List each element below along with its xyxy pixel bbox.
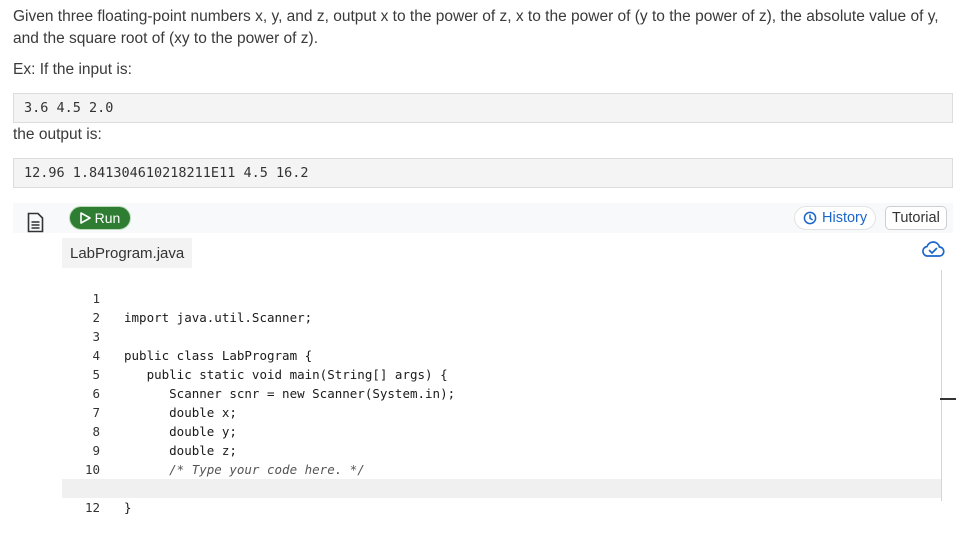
editor-scrollbar[interactable] xyxy=(941,270,942,501)
play-icon xyxy=(79,212,91,224)
code-text[interactable]: import java.util.Scanner; xyxy=(124,310,313,325)
code-line[interactable]: 9 /* Type your code here. */ xyxy=(62,422,942,477)
example-label: Ex: If the input is: xyxy=(13,61,132,78)
code-text[interactable]: Scanner scnr = new Scanner(System.in); xyxy=(124,386,456,401)
run-label: Run xyxy=(94,210,121,226)
history-label: History xyxy=(822,210,868,226)
code-line[interactable]: 11 } xyxy=(62,460,942,515)
code-line[interactable]: 5 Scanner scnr = new Scanner(System.in); xyxy=(62,346,942,401)
code-line[interactable]: 10 } xyxy=(62,441,942,496)
line-number: 1 xyxy=(92,291,100,306)
line-number: 2 xyxy=(92,310,100,325)
code-text[interactable]: double x; xyxy=(124,405,237,420)
code-line[interactable]: 4 public static void main(String[] args)… xyxy=(62,327,942,382)
line-number: 7 xyxy=(92,405,100,420)
tutorial-label: Tutorial xyxy=(892,210,940,226)
code-line[interactable]: 3 public class LabProgram { xyxy=(62,308,942,363)
code-editor[interactable]: 1 import java.util.Scanner; 2 3 public c… xyxy=(62,270,942,515)
history-button[interactable]: History xyxy=(794,206,877,230)
cloud-saved-icon xyxy=(922,241,945,257)
code-line-active[interactable]: 12 xyxy=(62,479,942,515)
code-text[interactable]: public static void main(String[] args) { xyxy=(124,367,448,382)
output-label: the output is: xyxy=(13,126,102,143)
line-number: 3 xyxy=(92,329,100,344)
history-icon xyxy=(803,211,817,225)
code-text[interactable]: double z; xyxy=(124,443,237,458)
line-number: 10 xyxy=(84,462,100,477)
file-icon[interactable] xyxy=(27,212,44,233)
code-line[interactable]: 1 import java.util.Scanner; xyxy=(62,270,942,325)
line-number: 9 xyxy=(92,443,100,458)
example-input: 3.6 4.5 2.0 xyxy=(13,93,953,123)
line-number: 4 xyxy=(92,348,100,363)
code-line[interactable]: 8 double z; xyxy=(62,403,942,458)
code-line[interactable]: 6 double x; xyxy=(62,365,942,420)
tutorial-button[interactable]: Tutorial xyxy=(885,206,947,230)
code-editor-panel: Run History Tutorial LabProgram.java 1 i… xyxy=(13,203,962,515)
example-output: 12.96 1.841304610218211E11 4.5 16.2 xyxy=(13,158,953,188)
code-text[interactable]: double y; xyxy=(124,424,237,439)
code-text[interactable]: public class LabProgram { xyxy=(124,348,313,363)
line-number: 5 xyxy=(92,367,100,382)
line-number: 6 xyxy=(92,386,100,401)
line-number: 8 xyxy=(92,424,100,439)
code-line[interactable]: 2 xyxy=(62,289,942,325)
code-comment[interactable]: /* Type your code here. */ xyxy=(124,462,365,477)
page-scroll-indicator xyxy=(940,398,956,400)
problem-statement: Given three floating-point numbers x, y,… xyxy=(13,8,939,47)
run-button[interactable]: Run xyxy=(69,206,131,230)
file-tab-labprogram[interactable]: LabProgram.java xyxy=(62,238,193,268)
code-line[interactable]: 7 double y; xyxy=(62,384,942,439)
